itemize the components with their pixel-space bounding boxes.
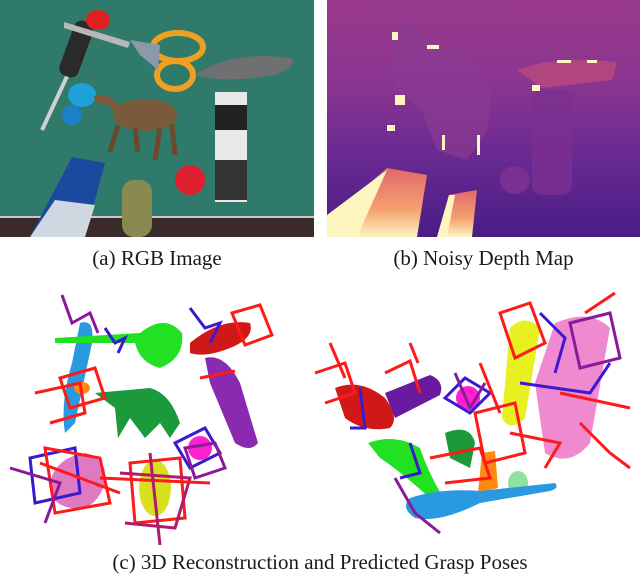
rgb-image-panel <box>0 0 314 237</box>
noise-highlights <box>387 32 597 155</box>
caption-rgb-image: (a) RGB Image <box>92 246 222 270</box>
grasp-poses-left <box>9 294 274 545</box>
scissors-icon <box>64 22 206 92</box>
depth-map-illustration <box>327 20 617 237</box>
reconstruction-left-view <box>49 322 258 516</box>
depth-map-panel <box>327 0 640 237</box>
mesh-camel-right <box>445 429 475 468</box>
mesh-blue-clamp <box>63 322 93 433</box>
reconstruction-panel <box>0 283 640 545</box>
grasp-poses-right <box>314 291 631 535</box>
mesh-blue-right <box>406 483 557 519</box>
camel-figurine-icon <box>93 95 178 161</box>
object-silhouette <box>387 20 492 160</box>
strawberry-icon <box>175 165 205 195</box>
blue-clamp-icon <box>62 83 96 125</box>
toothpaste-box-icon <box>30 157 105 237</box>
mesh-camel <box>95 388 180 438</box>
green-cylinder-icon <box>122 180 152 237</box>
reconstruction-right-view <box>335 316 610 519</box>
caption-depth-map: (b) Noisy Depth Map <box>393 246 574 270</box>
mesh-strawberry <box>188 436 212 460</box>
mesh-tube-right <box>385 375 442 418</box>
mesh-tube <box>205 357 258 448</box>
caption-reconstruction: (c) 3D Reconstruction and Predicted Gras… <box>112 550 528 574</box>
reconstruction-illustration <box>9 291 631 545</box>
mesh-branch <box>190 322 251 355</box>
branch-toy-icon <box>195 56 293 80</box>
mesh-pink-right <box>535 316 610 459</box>
screwdriver-icon <box>40 10 110 131</box>
mesh-scissors <box>55 323 183 368</box>
branch-silhouette <box>517 59 617 88</box>
paint-tube-icon <box>215 92 247 202</box>
rgb-scene-illustration <box>0 0 314 237</box>
